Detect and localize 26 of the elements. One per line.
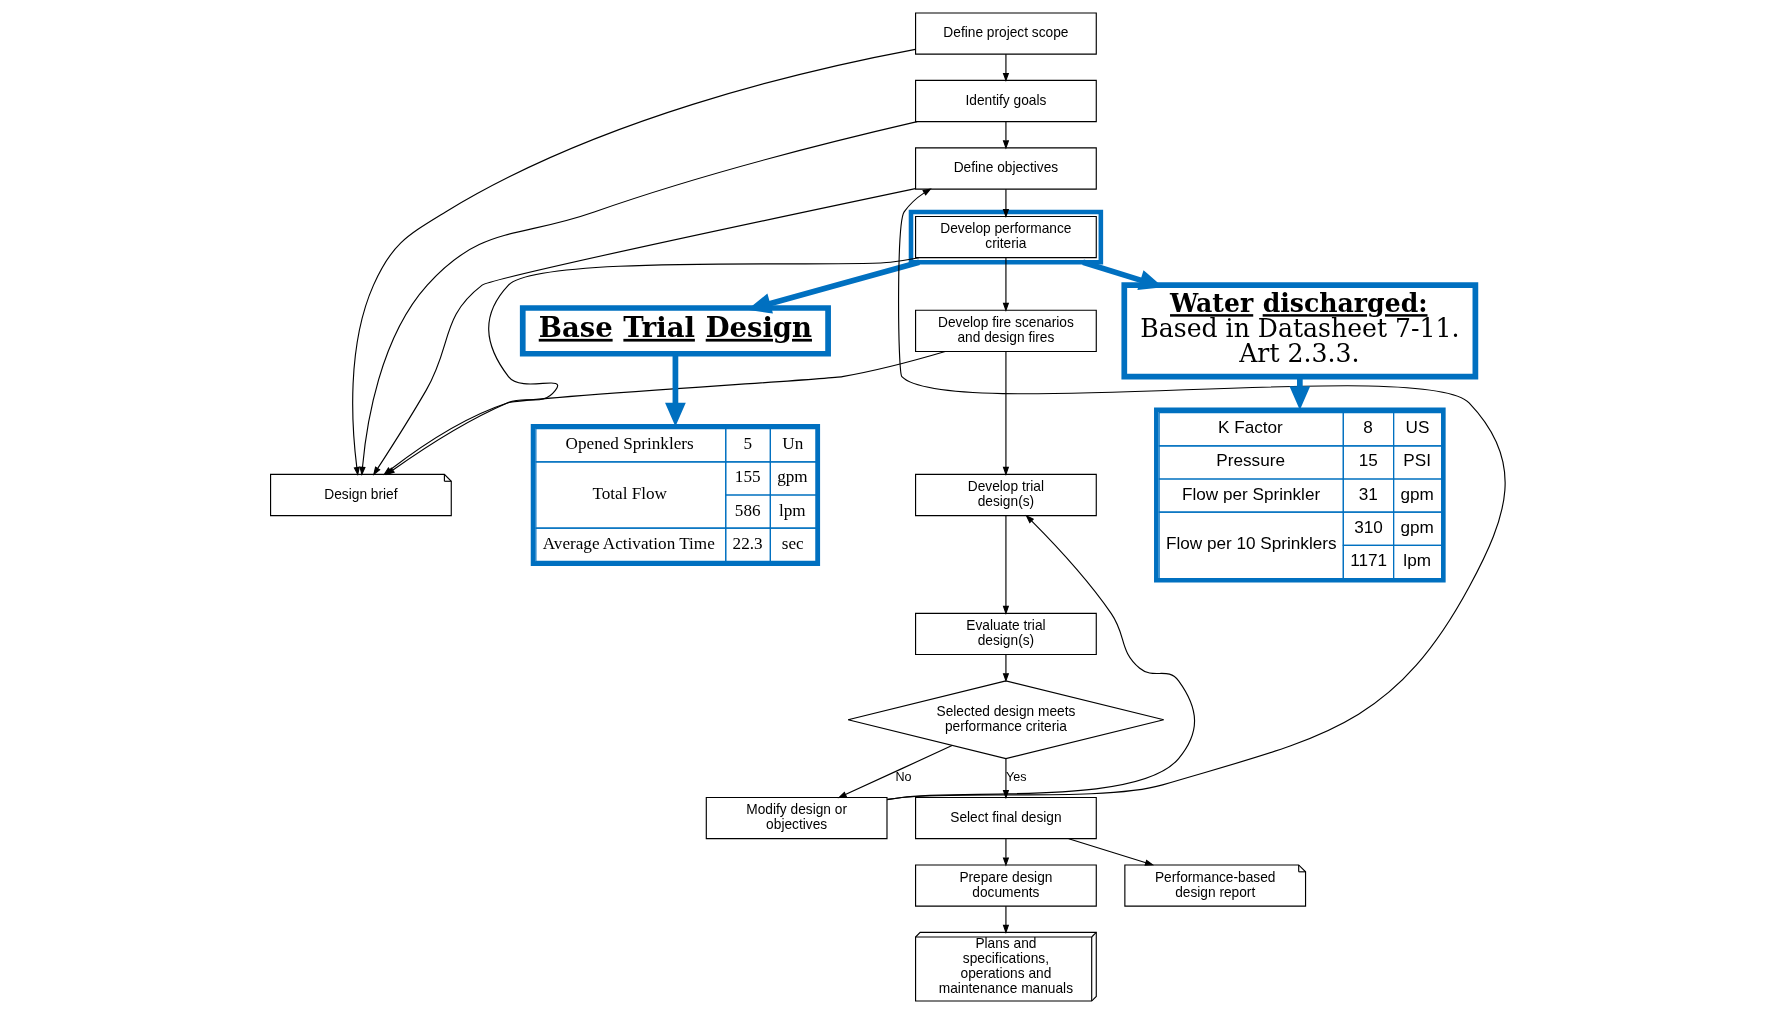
arrow xyxy=(1002,188,1009,219)
edge-label: No xyxy=(895,770,912,785)
arrow xyxy=(1002,838,1009,867)
node-box: Develop fire scenarios and design fires xyxy=(914,309,1097,353)
arrow xyxy=(664,353,686,427)
node-box: Develop trial design(s) xyxy=(914,473,1097,517)
node-box: Base Trial Design xyxy=(519,305,831,357)
arrow xyxy=(1002,351,1009,476)
node-box: Define objectives xyxy=(914,147,1097,190)
edge-label: Yes xyxy=(1005,770,1026,785)
node-box: Evaluate trial design(s) xyxy=(914,612,1097,656)
node-diamond: Selected design meets performance criteria xyxy=(847,680,1164,760)
arrow xyxy=(837,745,953,799)
node-box: Modify design or objectives xyxy=(705,796,888,840)
arrow xyxy=(1002,53,1009,83)
node-box: Develop performance criteria xyxy=(914,215,1097,259)
node-box: Identify goals xyxy=(914,79,1097,123)
arrow xyxy=(1002,121,1009,150)
arrow xyxy=(1002,257,1009,312)
node-box: Water discharged: Based in Datasheet 7-11. Art 2.3.3. xyxy=(1120,282,1478,380)
node-box: Select final design xyxy=(914,796,1097,840)
arrow xyxy=(1002,515,1009,615)
node-box: Define project scope xyxy=(914,12,1097,55)
node-box: Prepare design documents xyxy=(914,864,1097,907)
arrow xyxy=(1002,905,1009,934)
arrow xyxy=(1002,654,1009,683)
